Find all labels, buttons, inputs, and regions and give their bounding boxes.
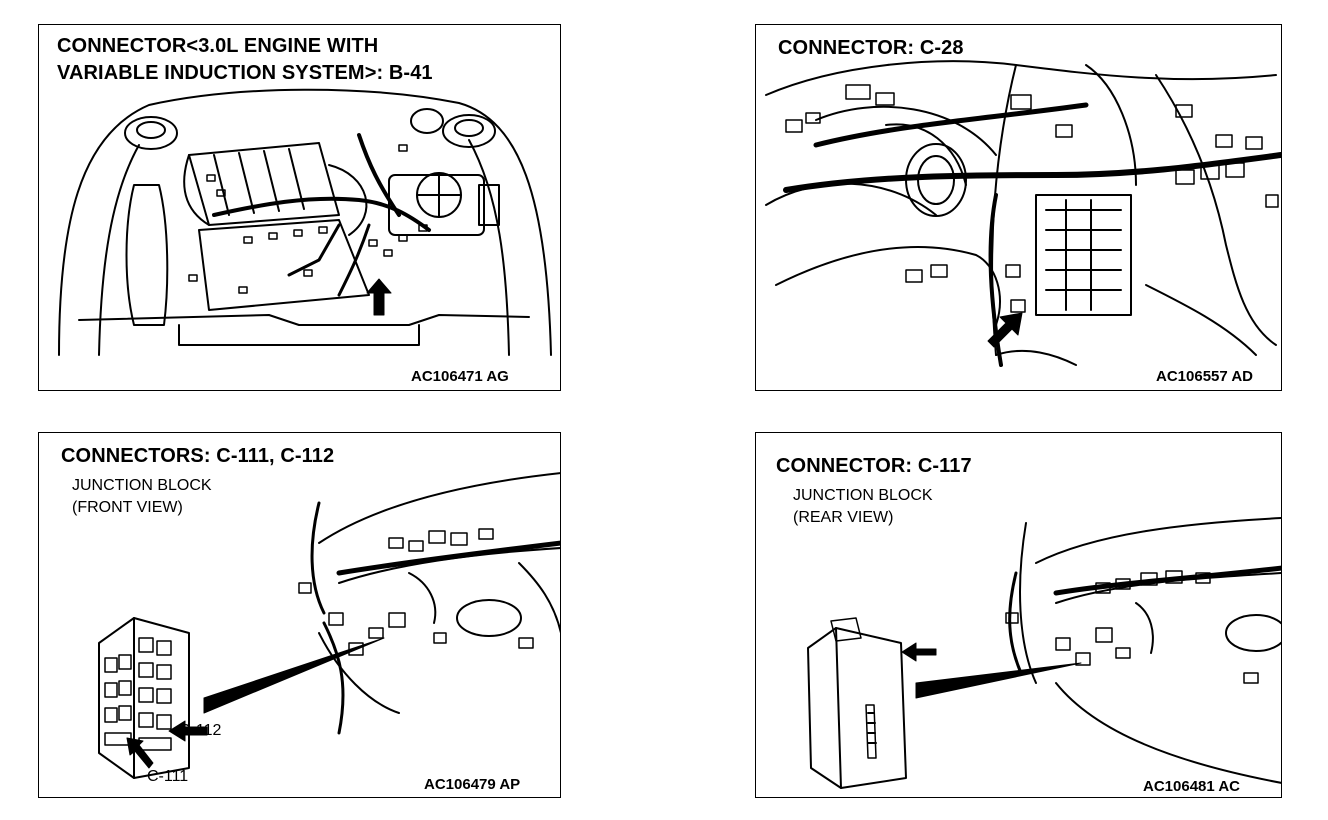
figure-code: AC106481 AC <box>1143 778 1240 795</box>
panel-connector-b41: CONNECTOR<3.0L ENGINE WITH VARIABLE INDU… <box>38 24 561 391</box>
panel-title-line1: CONNECTOR<3.0L ENGINE WITH <box>57 35 379 57</box>
panel-title-line2: VARIABLE INDUCTION SYSTEM>: B-41 <box>57 62 433 84</box>
panel-connectors-c111-c112: CONNECTORS: C-111, C-112 JUNCTION BLOCK … <box>38 432 561 798</box>
panel-title: CONNECTORS: C-111, C-112 <box>61 445 335 467</box>
connector-label-c111: C-111 <box>147 768 189 785</box>
panel-connector-c28: CONNECTOR: C-28 AC106557 AD <box>755 24 1282 391</box>
figure-code: AC106557 AD <box>1156 368 1253 385</box>
junction-block-rear-illustration <box>807 517 1281 789</box>
engine-compartment-illustration <box>58 88 552 356</box>
dashboard-illustration <box>765 60 1281 367</box>
panel-title: CONNECTOR: C-28 <box>778 37 964 59</box>
junction-block-label: JUNCTION BLOCK <box>793 487 933 504</box>
figure-code: AC106479 AP <box>424 776 521 793</box>
view-label: (FRONT VIEW) <box>72 499 183 516</box>
view-label: (REAR VIEW) <box>793 509 894 526</box>
panel-title: CONNECTOR: C-117 <box>776 455 972 477</box>
panel-connector-c117: CONNECTOR: C-117 JUNCTION BLOCK (REAR VI… <box>755 432 1282 798</box>
junction-block-front-illustration <box>98 472 560 779</box>
figure-code: AC106471 AG <box>411 368 509 385</box>
connector-label-c112: C-112 <box>179 722 222 739</box>
junction-block-label: JUNCTION BLOCK <box>72 477 212 494</box>
